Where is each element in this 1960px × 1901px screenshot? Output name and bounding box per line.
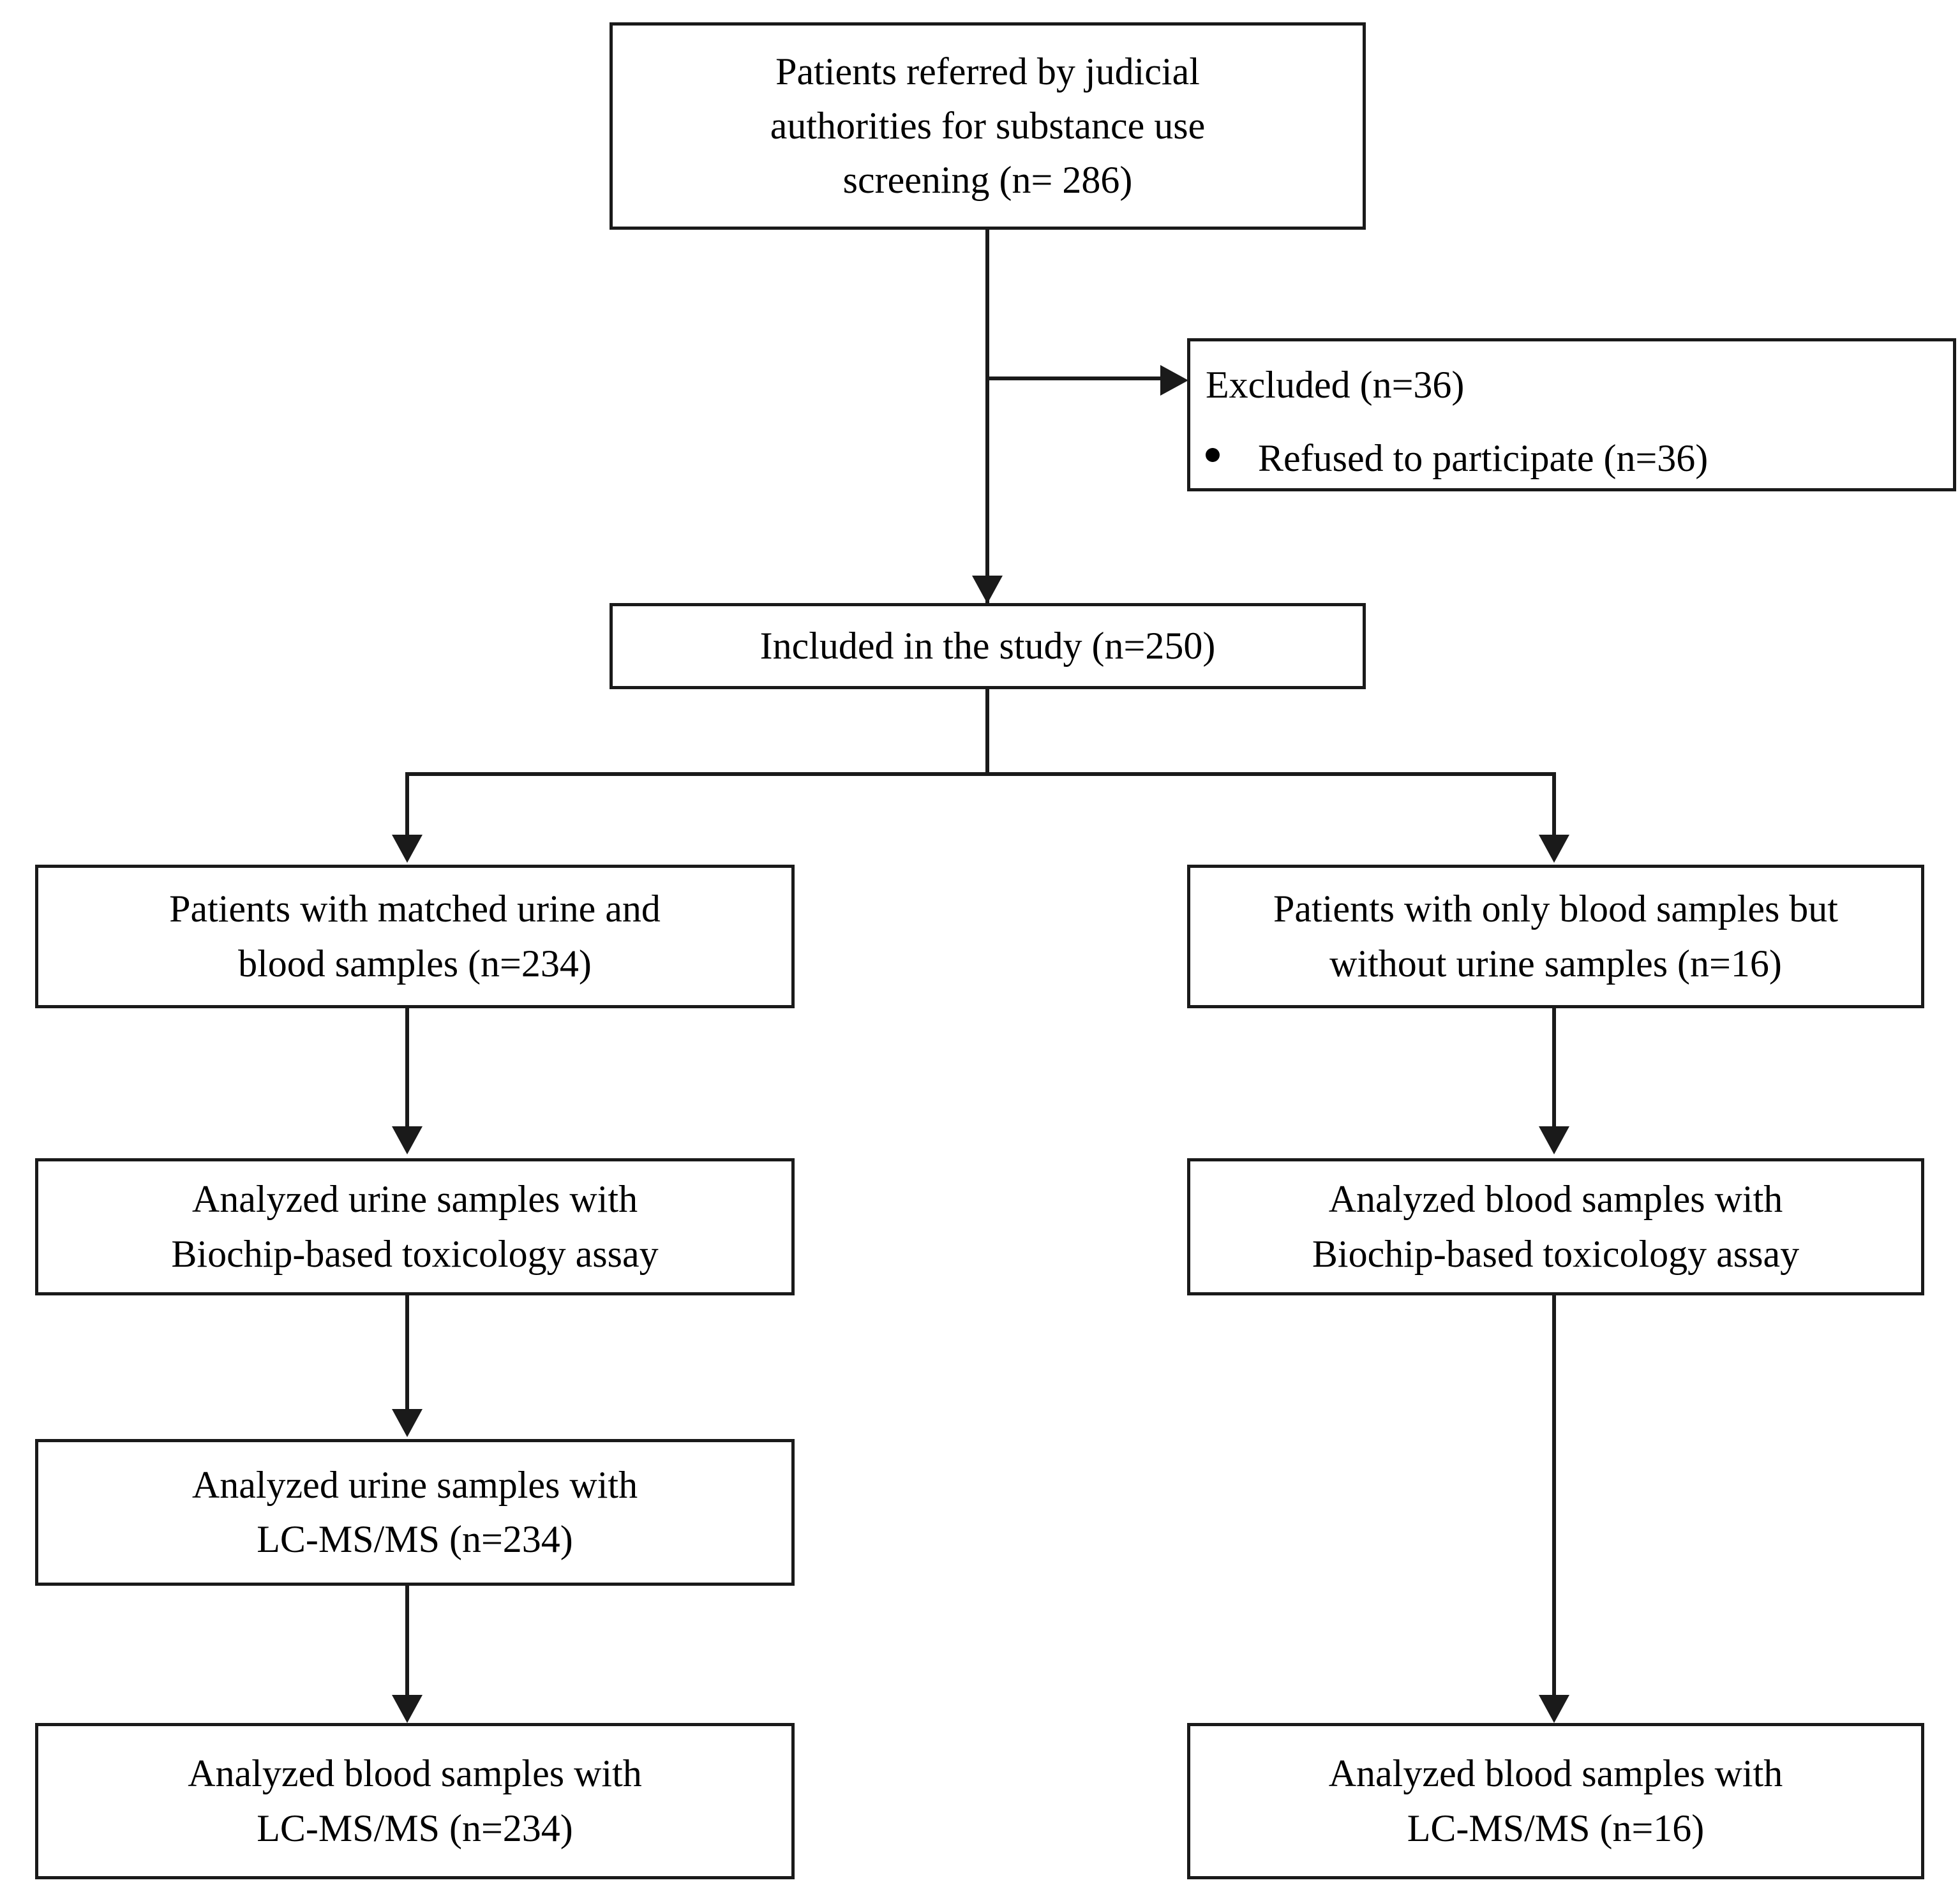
node-blood-only-no-urine: Patients with only blood samples but wit… [1187,865,1924,1008]
arrowhead-included-to-blood-only [1539,835,1569,863]
excluded-heading: Excluded (n=36) [1206,364,1465,406]
urine-lcms-line-2: LC-MS/MS (n=234) [257,1518,573,1560]
blood-lcms-left-line-1: Analyzed blood samples with [188,1752,642,1795]
connector-matched-to-urine-biochip [405,1008,409,1129]
arrowhead-matched-to-urine-biochip [392,1126,423,1154]
arrowhead-referred-to-included [972,576,1003,604]
connector-urine-biochip-to-urine-lcmsms [405,1295,409,1410]
node-urine-lcmsms: Analyzed urine samples with LC-MS/MS (n=… [35,1439,795,1586]
matched-line-1: Patients with matched urine and [169,888,661,930]
node-blood-lcmsms-blood-only: Analyzed blood samples with LC-MS/MS (n=… [1187,1723,1924,1879]
arrowhead-referred-to-excluded [1160,365,1188,396]
urine-biochip-line-1: Analyzed urine samples with [191,1178,638,1221]
node-included-in-study: Included in the study (n=250) [610,603,1366,689]
excluded-bullet-1: Refused to participate (n=36) [1258,437,1709,480]
connector-included-to-matched [405,772,409,839]
urine-lcms-line-1: Analyzed urine samples with [191,1463,638,1506]
node-blood-lcmsms-matched: Analyzed blood samples with LC-MS/MS (n=… [35,1723,795,1879]
patients-referred-line-1: Patients referred by judicial [775,50,1200,93]
connector-referred-to-included [985,230,989,605]
arrowhead-included-to-matched [392,835,423,863]
connector-blood-biochip-to-blood-lcmsms [1552,1295,1556,1697]
blood-only-line-2: without urine samples (n=16) [1329,942,1782,985]
node-urine-biochip-assay: Analyzed urine samples with Biochip-base… [35,1158,795,1295]
blood-biochip-line-1: Analyzed blood samples with [1328,1178,1783,1221]
blood-lcms-right-line-1: Analyzed blood samples with [1328,1752,1783,1795]
arrowhead-blood-biochip-to-blood-lcmsms [1539,1695,1569,1723]
blood-biochip-line-2: Biochip-based toxicology assay [1312,1232,1800,1275]
node-matched-urine-blood: Patients with matched urine and blood sa… [35,865,795,1008]
connector-referred-to-excluded [985,376,1164,380]
arrowhead-blood-only-to-blood-biochip [1539,1126,1569,1154]
patients-referred-line-3: screening (n= 286) [842,159,1133,202]
connector-included-split-bar [405,772,1556,776]
patients-referred-line-2: authorities for substance use [770,104,1206,147]
matched-line-2: blood samples (n=234) [238,942,592,985]
node-blood-biochip-assay: Analyzed blood samples with Biochip-base… [1187,1158,1924,1295]
bullet-dot-icon [1206,448,1220,463]
arrowhead-urine-lcmsms-to-blood-lcmsms [392,1695,423,1723]
connector-urine-lcmsms-to-blood-lcmsms [405,1586,409,1697]
urine-biochip-line-2: Biochip-based toxicology assay [171,1232,659,1275]
connector-blood-only-to-blood-biochip [1552,1008,1556,1129]
node-excluded: Excluded (n=36) Refused to participate (… [1187,338,1956,491]
connector-included-stem [985,689,989,776]
blood-lcms-left-line-2: LC-MS/MS (n=234) [257,1807,573,1849]
blood-lcms-right-line-2: LC-MS/MS (n=16) [1407,1807,1705,1849]
connector-included-to-blood-only [1552,772,1556,839]
arrowhead-urine-biochip-to-urine-lcmsms [392,1409,423,1437]
blood-only-line-1: Patients with only blood samples but [1273,888,1838,930]
excluded-bullet-row: Refused to participate (n=36) [1206,431,1708,486]
included-line-1: Included in the study (n=250) [759,624,1216,667]
node-patients-referred: Patients referred by judicial authoritie… [610,22,1366,230]
